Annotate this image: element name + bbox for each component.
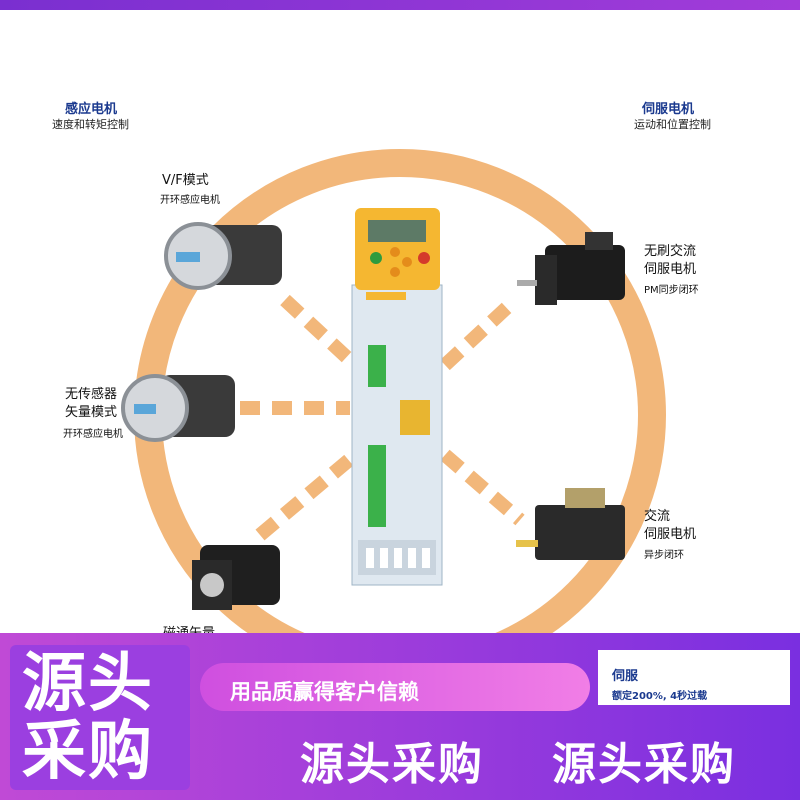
sensorless-line2: 矢量模式	[65, 405, 118, 420]
vf-mode-title: V/F模式	[162, 173, 209, 188]
spec-card-title: 伺服	[612, 669, 639, 684]
brushless-subtitle: PM同步闭环	[644, 285, 699, 296]
promo-pill	[200, 663, 590, 711]
brushless-line1: 无刷交流	[644, 244, 697, 259]
ac-servo-line2: 伺服电机	[644, 527, 697, 542]
brushless-servo-motor	[517, 232, 625, 305]
slogan-right: 源头采购	[552, 739, 736, 790]
brushless-line2: 伺服电机	[644, 262, 697, 277]
promo-big-line1: 源头	[22, 647, 154, 721]
ac-servo-line1: 交流	[644, 509, 671, 524]
sensorless-line1: 无传感器	[65, 387, 118, 402]
induction-motor-subtitle: 速度和转矩控制	[52, 118, 129, 131]
dashed-connectors	[240, 294, 525, 541]
promo-big-box	[10, 645, 190, 790]
induction-motor-sensorless	[121, 374, 235, 442]
induction-motor-vf	[164, 222, 282, 290]
promo-big-line2: 采购	[22, 715, 154, 789]
flux-vector-motor	[192, 545, 280, 610]
spec-card	[598, 650, 790, 705]
sensorless-subtitle: 开环感应电机	[63, 429, 123, 440]
servo-motor-subtitle: 运动和位置控制	[634, 118, 711, 131]
promo-pill-text: 用品质赢得客户信赖	[230, 680, 419, 704]
servo-motor-title: 伺服电机	[642, 102, 695, 117]
drive-unit	[351, 208, 443, 586]
slogan-left: 源头采购	[300, 739, 484, 790]
induction-motor-title: 感应电机	[65, 102, 118, 117]
ac-servo-subtitle: 异步闭环	[644, 550, 684, 561]
spec-card-subtitle: 额定200%, 4秒过载	[612, 691, 708, 702]
top-gradient-bar	[0, 0, 800, 10]
vf-mode-subtitle: 开环感应电机	[160, 195, 220, 206]
ac-servo-motor	[516, 488, 625, 560]
